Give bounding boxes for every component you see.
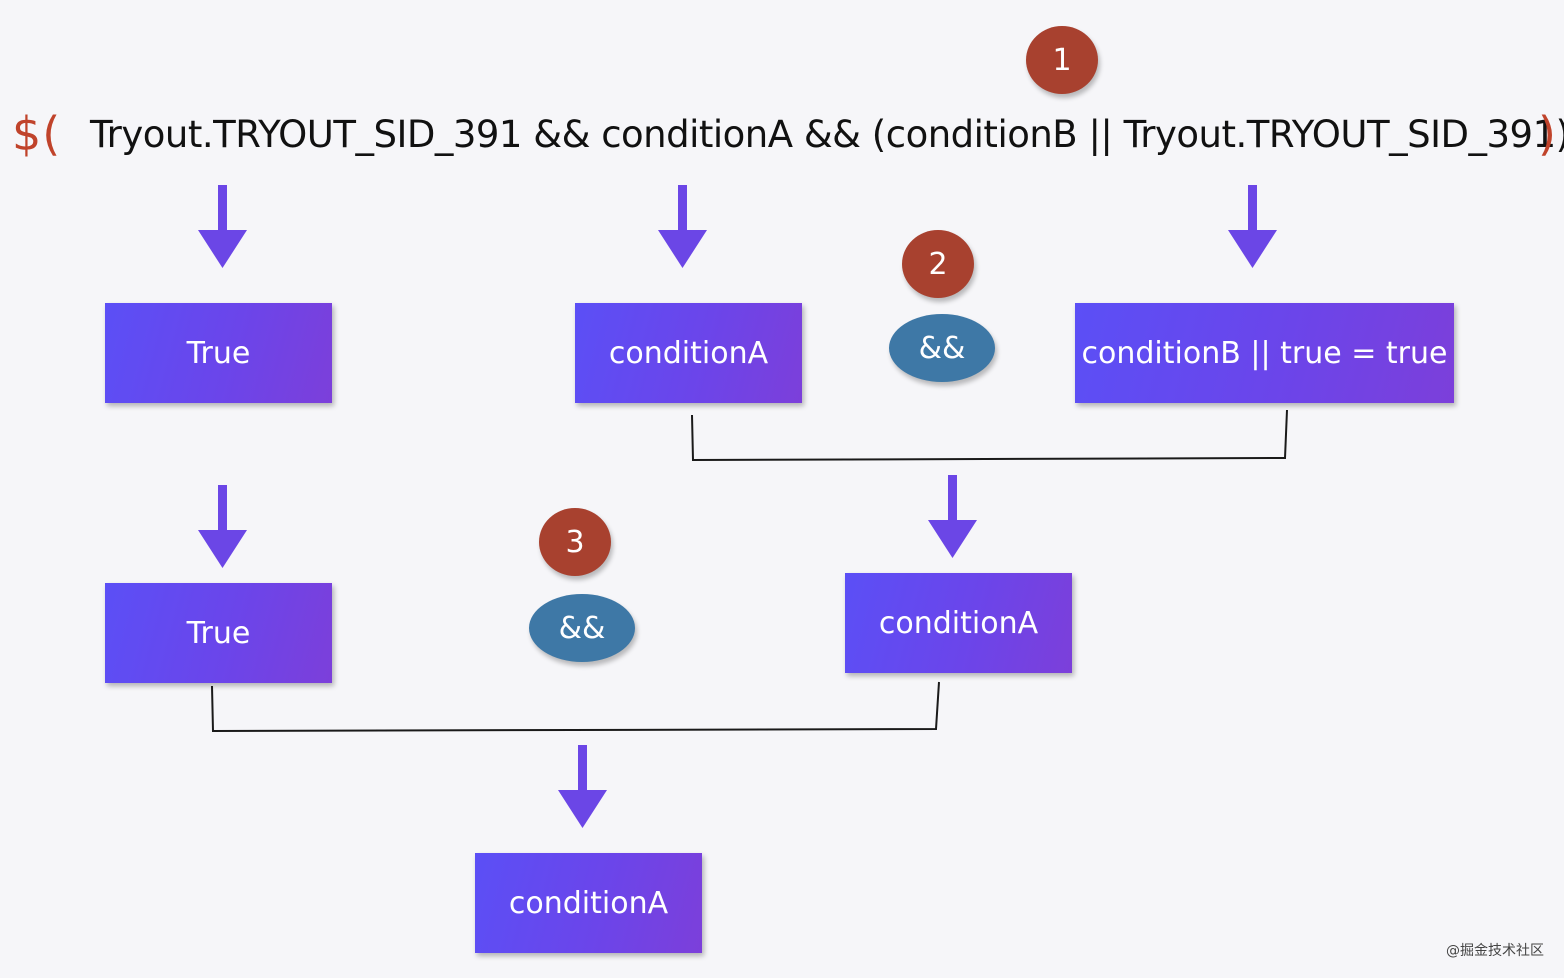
expression-suffix: ) — [1538, 107, 1556, 161]
node-condition-b-or-true-label: conditionB || true = true — [1081, 335, 1448, 371]
arrow-down-icon — [928, 475, 977, 558]
node-condition-a-top-label: conditionA — [608, 335, 769, 371]
node-condition-a-result-label: conditionA — [508, 885, 669, 921]
node-true-top-label: True — [186, 335, 251, 371]
arrow-down-icon — [1228, 185, 1277, 268]
step-badge-2: 2 — [902, 230, 974, 298]
arrow-down-icon — [198, 185, 247, 268]
node-condition-b-or-true: conditionB || true = true — [1075, 303, 1454, 403]
node-condition-a-result: conditionA — [475, 853, 702, 953]
step-badge-1: 1 — [1026, 26, 1098, 94]
node-true-middle-label: True — [186, 615, 251, 651]
expression-row: $( Tryout.TRYOUT_SID_391 && conditionA &… — [0, 104, 1564, 168]
step-badge-3: 3 — [539, 508, 611, 576]
step-badge-1-label: 1 — [1052, 42, 1072, 78]
node-condition-a-middle-label: conditionA — [878, 605, 1039, 641]
and-operator-bottom: && — [529, 594, 635, 662]
node-condition-a-top: conditionA — [575, 303, 802, 403]
node-true-top: True — [105, 303, 332, 403]
node-true-middle: True — [105, 583, 332, 683]
arrow-down-icon — [658, 185, 707, 268]
bracket-connector-bottom — [211, 681, 940, 733]
step-badge-3-label: 3 — [565, 524, 585, 560]
expression-text: Tryout.TRYOUT_SID_391 && conditionA && (… — [90, 113, 1564, 156]
and-operator-bottom-label: && — [558, 610, 606, 646]
arrow-down-icon — [558, 745, 607, 828]
arrow-down-icon — [198, 485, 247, 568]
and-operator-top: && — [889, 314, 995, 382]
step-badge-2-label: 2 — [928, 246, 948, 282]
expression-prefix: $( — [12, 107, 62, 161]
bracket-connector-top — [691, 409, 1288, 462]
and-operator-top-label: && — [918, 330, 966, 366]
node-condition-a-middle: conditionA — [845, 573, 1072, 673]
watermark: @掘金技术社区 — [1446, 943, 1544, 959]
